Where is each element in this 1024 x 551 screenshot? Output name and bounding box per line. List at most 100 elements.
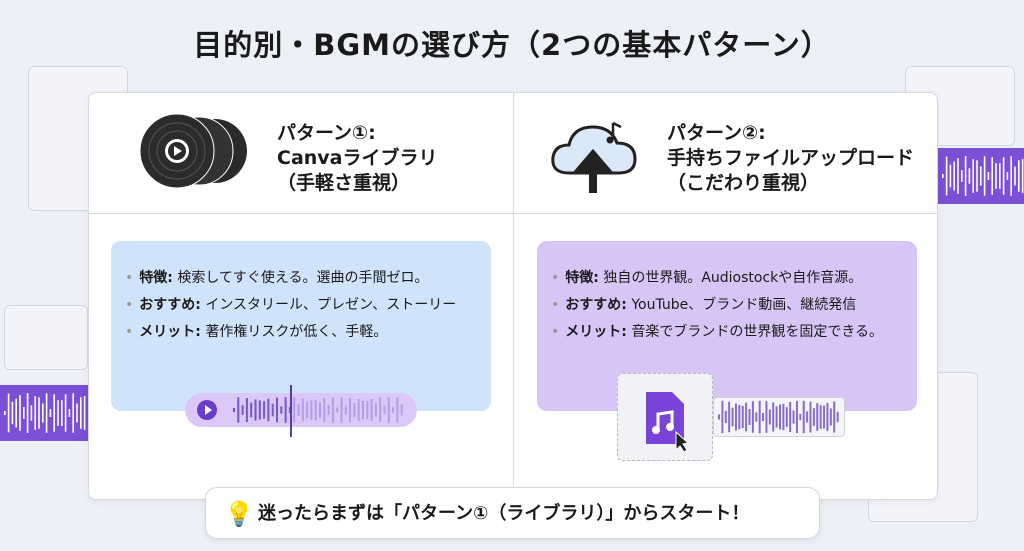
wave-bar <box>728 401 731 433</box>
divider <box>513 93 514 499</box>
feature-item: •特徴: 独自の世界観。Audiostockや自作音源。 <box>551 270 863 286</box>
divider <box>89 213 937 214</box>
wave-bar <box>738 404 741 430</box>
wave-bar <box>799 413 802 421</box>
wave-bar <box>789 401 792 433</box>
wave-bar <box>812 408 815 426</box>
feature-item: •メリット: 著作権リスクが低く、手軽。 <box>125 324 388 340</box>
wave-bar <box>724 410 727 424</box>
wave-bar <box>387 397 390 423</box>
wave-bar <box>241 405 244 415</box>
wave-bar <box>775 406 778 428</box>
wave-bar <box>314 399 317 421</box>
wave-bar <box>785 407 788 427</box>
wave-bar <box>745 402 748 432</box>
wave-bar <box>826 402 829 432</box>
wave-bar <box>366 400 369 420</box>
wave-bar <box>755 412 758 422</box>
wave-bar <box>751 401 754 433</box>
wave-bar <box>245 397 248 423</box>
wave-bar <box>379 397 382 423</box>
pattern2-title-line: パターン②: <box>667 122 766 144</box>
wave-bar <box>327 404 330 416</box>
wave-bar <box>718 414 720 420</box>
wave-bar <box>310 400 313 420</box>
wave-bar <box>233 407 235 413</box>
pattern1-title-line: Canvaライブラリ <box>277 147 438 169</box>
wave-bar <box>319 402 321 418</box>
play-icon[interactable] <box>197 400 217 420</box>
wave-bar <box>254 399 257 421</box>
cloud-upload-music-icon <box>547 115 643 195</box>
wave-bar <box>806 411 809 423</box>
wave-bar <box>792 410 795 424</box>
wave-bar <box>383 405 386 415</box>
wave-bar <box>349 397 352 423</box>
wave-bar <box>829 408 832 426</box>
wave-bar <box>816 403 819 431</box>
tip-banner: 💡 迷ったらまずは「パターン①（ライブラリ）」からスタート！ <box>205 487 820 539</box>
wave-bar <box>779 404 781 430</box>
waveform-band-left <box>0 385 88 441</box>
wave-bar <box>362 400 364 420</box>
wave-bar <box>280 406 283 414</box>
feature-item: •メリット: 音楽でブランドの世界観を固定できる。 <box>551 324 884 340</box>
wave-bar <box>370 398 373 422</box>
uploaded-audio-waveform <box>713 397 845 437</box>
waveform-icon <box>718 400 839 434</box>
pattern1-features: •特徴: 検索してすぐ使える。選曲の手間ゼロ。 •おすすめ: インスタリール、プ… <box>111 241 491 411</box>
wave-bar <box>293 397 296 423</box>
wave-bar <box>833 401 836 433</box>
wave-bar <box>297 404 300 416</box>
wave-bar <box>731 407 734 427</box>
waveform-icon <box>233 397 403 423</box>
wave-bar <box>267 398 270 422</box>
comparison-card: パターン①: Canvaライブラリ （手軽さ重視） パターン②: 手持ちファイル… <box>88 92 938 500</box>
wave-bar <box>263 401 266 419</box>
wave-bar <box>336 407 339 413</box>
wave-bar <box>795 400 798 434</box>
wave-bar <box>276 397 278 423</box>
wave-bar <box>271 403 274 417</box>
file-drop-zone[interactable] <box>617 373 713 461</box>
wave-bar <box>392 407 395 413</box>
feature-item: •おすすめ: インスタリール、プレゼン、ストーリー <box>125 297 457 313</box>
wave-bar <box>809 401 812 433</box>
pattern2-features: •特徴: 独自の世界観。Audiostockや自作音源。 •おすすめ: YouT… <box>537 241 917 411</box>
wave-bar <box>762 412 765 422</box>
pattern2-title-line: （こだわり重視） <box>667 172 820 194</box>
wave-bar <box>284 397 287 423</box>
wave-bar <box>782 403 785 431</box>
wave-bar <box>768 409 771 425</box>
wave-bar <box>772 402 775 432</box>
wave-bar <box>301 398 304 422</box>
page-title: 目的別・BGMの選び方（2つの基本パターン） <box>193 28 831 62</box>
audio-player[interactable] <box>185 393 417 427</box>
playhead[interactable] <box>290 385 292 437</box>
wave-bar <box>765 401 768 433</box>
pattern1-title-line: パターン①: <box>277 122 376 144</box>
feature-item: •おすすめ: YouTube、ブランド動画、継続発信 <box>551 297 857 313</box>
wave-bar <box>353 403 356 417</box>
wave-bar <box>306 401 309 419</box>
music-file-icon <box>646 392 690 452</box>
wave-bar <box>374 403 377 417</box>
wave-bar <box>344 405 347 415</box>
feature-item: •特徴: 検索してすぐ使える。選曲の手間ゼロ。 <box>125 270 429 286</box>
wave-bar <box>331 397 334 423</box>
vinyl-records-icon <box>137 111 247 191</box>
wave-bar <box>340 397 343 423</box>
wave-bar <box>288 406 291 414</box>
pattern1-title-line: （手軽さ重視） <box>277 172 411 194</box>
wave-bar <box>323 398 326 422</box>
wave-bar <box>258 400 261 420</box>
wave-bar <box>748 409 751 425</box>
wave-bar <box>396 397 399 423</box>
wave-bar <box>400 404 403 416</box>
waveform-band-right <box>938 148 1024 204</box>
wave-bar <box>721 400 724 434</box>
wave-bar <box>819 405 822 429</box>
wave-bar <box>741 405 744 429</box>
wave-bar <box>237 397 240 423</box>
tip-text: 迷ったらまずは「パターン①（ライブラリ）」からスタート！ <box>258 503 750 524</box>
